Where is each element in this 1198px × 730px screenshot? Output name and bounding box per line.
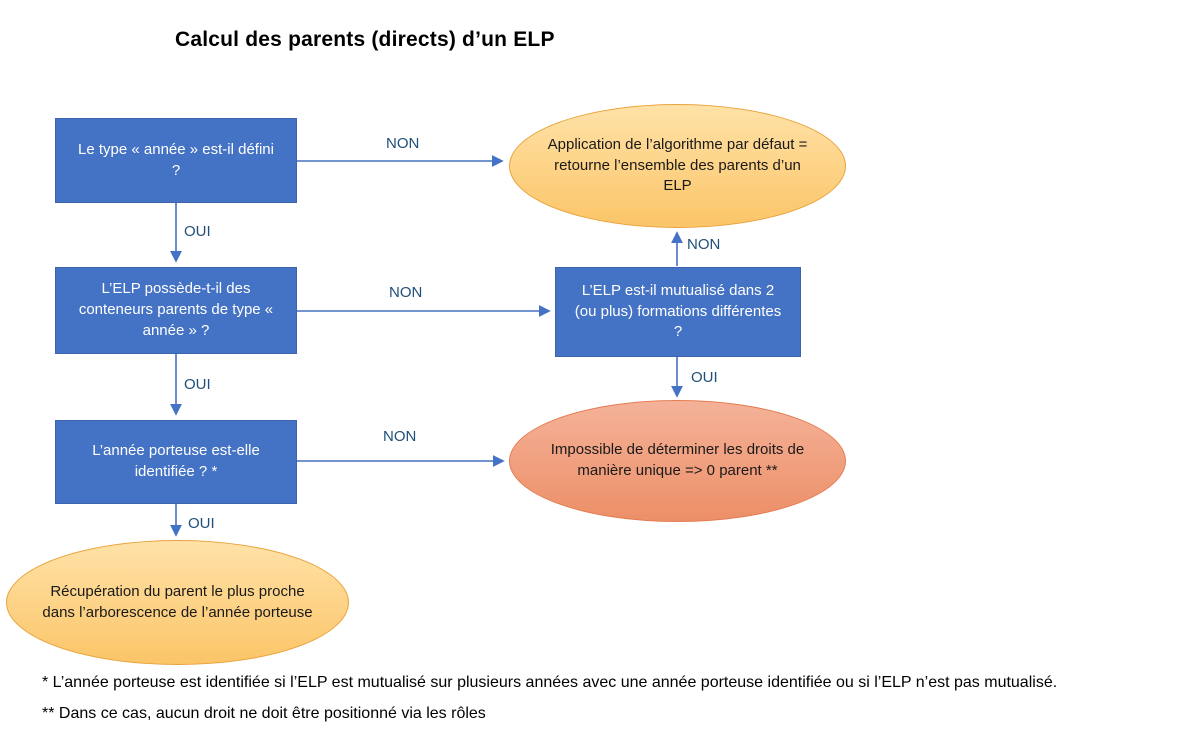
node-question-conteneurs-parents: L’ELP possède-t-il des conteneurs parent… xyxy=(55,267,297,354)
node-question-type-annee: Le type « année » est-il défini ? xyxy=(55,118,297,203)
node-result-impossible-determiner: Impossible de déterminer les droits de m… xyxy=(509,400,846,522)
node-result-impossible-determiner-label: Impossible de déterminer les droits de m… xyxy=(550,441,805,479)
node-result-recuperation-parent: Récupération du parent le plus proche da… xyxy=(6,540,349,665)
node-question-elp-mutualise: L’ELP est-il mutualisé dans 2 (ou plus) … xyxy=(555,267,801,357)
node-question-annee-porteuse: L’année porteuse est-elle identifiée ? * xyxy=(55,420,297,504)
node-question-elp-mutualise-label: L’ELP est-il mutualisé dans 2 (ou plus) … xyxy=(574,281,782,341)
edge-label-q2-to-q3: NON xyxy=(389,284,423,301)
edge-label-q1-to-q2: OUI xyxy=(184,223,211,240)
node-result-recuperation-parent-label: Récupération du parent le plus proche da… xyxy=(42,582,313,621)
node-question-type-annee-label: Le type « année » est-il défini ? xyxy=(78,140,274,179)
edge-label-q2-to-q4: OUI xyxy=(184,376,211,393)
node-result-algorithme-defaut-label: Application de l’algorithme par défaut =… xyxy=(547,135,808,195)
node-result-algorithme-defaut: Application de l’algorithme par défaut =… xyxy=(509,104,846,228)
footnote-annee-porteuse: * L’année porteuse est identifiée si l’E… xyxy=(42,674,1058,691)
node-question-conteneurs-parents-label: L’ELP possède-t-il des conteneurs parent… xyxy=(78,280,274,339)
edge-label-q3-to-algo: NON xyxy=(687,236,721,253)
edge-label-q4-to-impossible: NON xyxy=(383,428,417,445)
node-question-annee-porteuse-label: L’année porteuse est-elle identifiée ? * xyxy=(92,442,260,480)
edge-label-q1-to-algo: NON xyxy=(386,135,420,152)
edge-label-q4-to-recup: OUI xyxy=(188,515,215,532)
edge-label-q3-to-impossible: OUI xyxy=(691,369,718,386)
footnote-aucun-droit: ** Dans ce cas, aucun droit ne doit être… xyxy=(42,705,486,722)
diagram-title: Calcul des parents (directs) d’un ELP xyxy=(175,28,555,51)
